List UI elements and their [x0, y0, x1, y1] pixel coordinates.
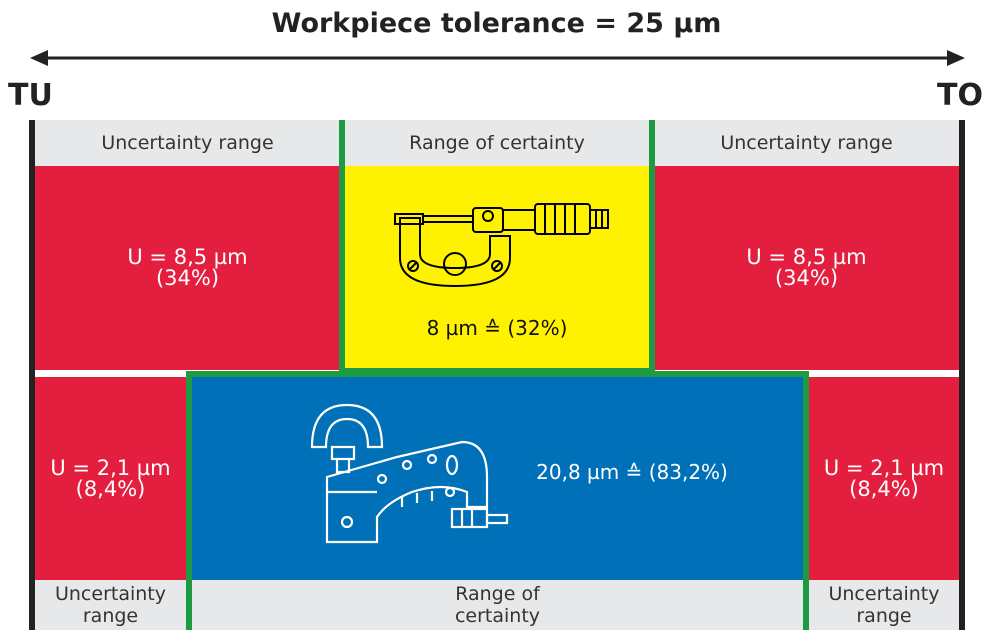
bottom-certainty-block: 20,8 µm ≙ (83,2%)	[192, 377, 803, 580]
bottom-certainty-left-boundary	[186, 371, 192, 630]
top-right-uncertainty-percent: (34%)	[774, 266, 839, 290]
diagram-title: Workpiece tolerance = 25 µm	[271, 8, 722, 39]
bottom-left-uncertainty-label: Uncertainty range	[35, 580, 186, 630]
upper-tolerance-line	[959, 120, 965, 630]
bottom-certainty-top-boundary	[186, 371, 809, 377]
bottom-right-label-line2: range	[856, 605, 912, 627]
top-left-uncertainty-label: Uncertainty range	[35, 120, 340, 166]
bottom-right-uncertainty-value: U = 2,1 µm	[823, 455, 945, 480]
top-right-uncertainty-block: U = 8,5 µm (34%)	[654, 166, 959, 370]
tolerance-arrow	[30, 50, 965, 66]
top-left-uncertainty-block: U = 8,5 µm (34%)	[35, 166, 340, 370]
top-left-uncertainty-percent: (34%)	[155, 266, 220, 290]
bottom-center-certainty-label: Range of certainty	[192, 580, 803, 630]
bottom-left-uncertainty-block: U = 2,1 µm (8,4%)	[35, 377, 186, 580]
bottom-certainty-right-boundary	[803, 371, 809, 630]
top-left-uncertainty-value: U = 8,5 µm	[127, 245, 248, 269]
top-certainty-value: 8 µm ≙ (32%)	[426, 316, 568, 340]
lower-tolerance-line	[29, 120, 35, 630]
bottom-left-label-line1: Uncertainty	[54, 583, 166, 605]
top-certainty-left-boundary	[339, 120, 345, 374]
bottom-certainty-value: 20,8 µm ≙ (83,2%)	[536, 460, 728, 484]
micrometer-icon	[385, 196, 615, 296]
bottom-center-label-line1: Range of	[455, 583, 540, 605]
bottom-right-label-line1: Uncertainty	[828, 583, 940, 605]
bottom-right-uncertainty-block: U = 2,1 µm (8,4%)	[809, 377, 959, 580]
bottom-right-uncertainty-percent: (8,4%)	[849, 476, 919, 501]
bottom-right-uncertainty-label: Uncertainty range	[809, 580, 959, 630]
top-certainty-right-boundary	[649, 120, 655, 374]
bottom-left-label-line2: range	[82, 605, 139, 627]
top-right-uncertainty-value: U = 8,5 µm	[746, 245, 867, 269]
lower-limit-label: TU	[8, 78, 53, 113]
top-right-uncertainty-label: Uncertainty range	[654, 120, 959, 166]
upper-limit-label: TO	[937, 78, 983, 113]
bottom-center-label-line2: certainty	[454, 605, 541, 627]
bottom-left-uncertainty-percent: (8,4%)	[75, 476, 146, 501]
snap-gauge-icon	[302, 397, 512, 547]
top-center-certainty-label: Range of certainty	[345, 120, 649, 166]
bottom-left-uncertainty-value: U = 2,1 µm	[50, 455, 171, 480]
top-certainty-block: 8 µm ≙ (32%)	[345, 166, 649, 370]
